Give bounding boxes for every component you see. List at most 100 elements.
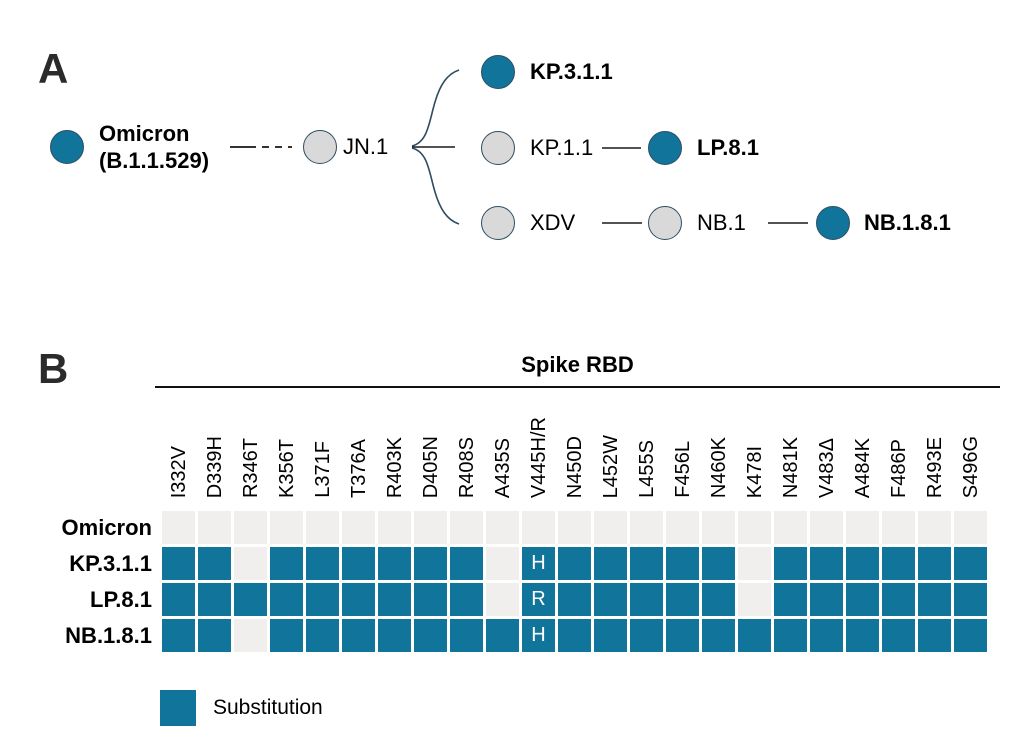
variant-label-NB.1.8.1: NB.1.8.1 xyxy=(65,622,152,648)
cell-KP.3.1.1-L371F xyxy=(306,547,339,580)
panel-a-label: A xyxy=(38,45,69,92)
mutation-label-K478I: K478I xyxy=(743,445,766,498)
cell-KP.3.1.1-A484K xyxy=(846,547,879,580)
panel-b-label: B xyxy=(38,345,69,392)
cell-Omicron-D405N xyxy=(414,511,447,544)
mutation-label-R346T: R346T xyxy=(239,437,262,498)
mutation-label-F456L: F456L xyxy=(671,441,694,498)
cell-NB.1.8.1-R493E xyxy=(918,619,951,652)
cell-LP.8.1-N481K xyxy=(774,583,807,616)
cell-KP.3.1.1-A435S xyxy=(486,547,519,580)
cell-Omicron-R408S xyxy=(450,511,483,544)
cell-KP.3.1.1-R346T xyxy=(234,547,267,580)
cell-KP.3.1.1-K356T xyxy=(270,547,303,580)
node-jn1 xyxy=(303,130,337,164)
node-xdv-label: XDV xyxy=(530,210,576,235)
mutation-label-N460K: N460K xyxy=(707,436,730,498)
cell-KP.3.1.1-N450D xyxy=(558,547,591,580)
legend-substitution-label: Substitution xyxy=(213,696,323,719)
cell-Omicron-K356T xyxy=(270,511,303,544)
branch-brace-top xyxy=(411,69,460,147)
cell-NB.1.8.1-L452W xyxy=(594,619,627,652)
mutation-label-T376A: T376A xyxy=(347,439,370,498)
cell-KP.3.1.1-V445H/R: H xyxy=(522,547,555,580)
mutation-label-N481K: N481K xyxy=(779,436,802,498)
node-xdv xyxy=(481,206,515,240)
cell-KP.3.1.1-R408S xyxy=(450,547,483,580)
variant-label-LP.8.1: LP.8.1 xyxy=(90,586,152,612)
variant-label-KP.3.1.1: KP.3.1.1 xyxy=(69,550,152,576)
cell-KP.3.1.1-I332V xyxy=(162,547,195,580)
mutation-label-N450D: N450D xyxy=(563,435,586,498)
cell-Omicron-N450D xyxy=(558,511,591,544)
mutation-label-D405N: D405N xyxy=(419,435,442,498)
cell-NB.1.8.1-L371F xyxy=(306,619,339,652)
branch-brace-bottom xyxy=(411,147,460,225)
mutation-label-S496G: S496G xyxy=(959,435,982,498)
cell-Omicron-K478I xyxy=(738,511,771,544)
cell-NB.1.8.1-D405N xyxy=(414,619,447,652)
cell-KP.3.1.1-K478I xyxy=(738,547,771,580)
cell-LP.8.1-V445H/R: R xyxy=(522,583,555,616)
spike-rbd-title: Spike RBD xyxy=(521,352,634,377)
mutation-label-K356T: K356T xyxy=(275,439,298,498)
cell-Omicron-R403K xyxy=(378,511,411,544)
cell-LP.8.1-I332V xyxy=(162,583,195,616)
cell-Omicron-T376A xyxy=(342,511,375,544)
cell-Omicron-R346T xyxy=(234,511,267,544)
cell-NB.1.8.1-R408S xyxy=(450,619,483,652)
cell-NB.1.8.1-R346T xyxy=(234,619,267,652)
cell-Omicron-A435S xyxy=(486,511,519,544)
cell-LP.8.1-L371F xyxy=(306,583,339,616)
cell-LP.8.1-R403K xyxy=(378,583,411,616)
mutation-label-A484K: A484K xyxy=(851,437,874,498)
node-omicron-label: Omicron (B.1.1.529) xyxy=(99,120,209,174)
cell-NB.1.8.1-A435S xyxy=(486,619,519,652)
mutation-label-V483Δ: V483Δ xyxy=(815,437,838,498)
cell-NB.1.8.1-A484K xyxy=(846,619,879,652)
cell-Omicron-A484K xyxy=(846,511,879,544)
cell-KP.3.1.1-F486P xyxy=(882,547,915,580)
node-lp81-label: LP.8.1 xyxy=(697,135,759,160)
node-nb181-label: NB.1.8.1 xyxy=(864,210,951,235)
cell-NB.1.8.1-I332V xyxy=(162,619,195,652)
cell-NB.1.8.1-N450D xyxy=(558,619,591,652)
cell-LP.8.1-R408S xyxy=(450,583,483,616)
mutation-label-A435S: A435S xyxy=(491,437,514,498)
mutation-label-I332V: I332V xyxy=(167,445,190,498)
cell-LP.8.1-T376A xyxy=(342,583,375,616)
cell-KP.3.1.1-N481K xyxy=(774,547,807,580)
cell-NB.1.8.1-N460K xyxy=(702,619,735,652)
cell-LP.8.1-R346T xyxy=(234,583,267,616)
cell-KP.3.1.1-L455S xyxy=(630,547,663,580)
cell-KP.3.1.1-S496G xyxy=(954,547,987,580)
cell-NB.1.8.1-N481K xyxy=(774,619,807,652)
cell-KP.3.1.1-D405N xyxy=(414,547,447,580)
cell-NB.1.8.1-L455S xyxy=(630,619,663,652)
mutation-label-L452W: L452W xyxy=(599,434,622,498)
cell-Omicron-L455S xyxy=(630,511,663,544)
node-kp11 xyxy=(481,131,515,165)
mutation-label-R408S: R408S xyxy=(455,436,478,498)
cell-Omicron-V483Δ xyxy=(810,511,843,544)
cell-LP.8.1-N460K xyxy=(702,583,735,616)
cell-NB.1.8.1-V483Δ xyxy=(810,619,843,652)
node-nb1 xyxy=(648,206,682,240)
cell-LP.8.1-D339H xyxy=(198,583,231,616)
cell-LP.8.1-K478I xyxy=(738,583,771,616)
cell-LP.8.1-F456L xyxy=(666,583,699,616)
node-nb181 xyxy=(816,206,850,240)
cell-LP.8.1-D405N xyxy=(414,583,447,616)
cell-NB.1.8.1-D339H xyxy=(198,619,231,652)
cell-Omicron-V445H/R xyxy=(522,511,555,544)
mutation-label-F486P: F486P xyxy=(887,439,910,498)
cell-KP.3.1.1-F456L xyxy=(666,547,699,580)
cell-NB.1.8.1-F486P xyxy=(882,619,915,652)
cell-Omicron-S496G xyxy=(954,511,987,544)
cell-Omicron-F486P xyxy=(882,511,915,544)
mutation-label-L455S: L455S xyxy=(635,440,658,498)
cell-KP.3.1.1-V483Δ xyxy=(810,547,843,580)
cell-LP.8.1-S496G xyxy=(954,583,987,616)
